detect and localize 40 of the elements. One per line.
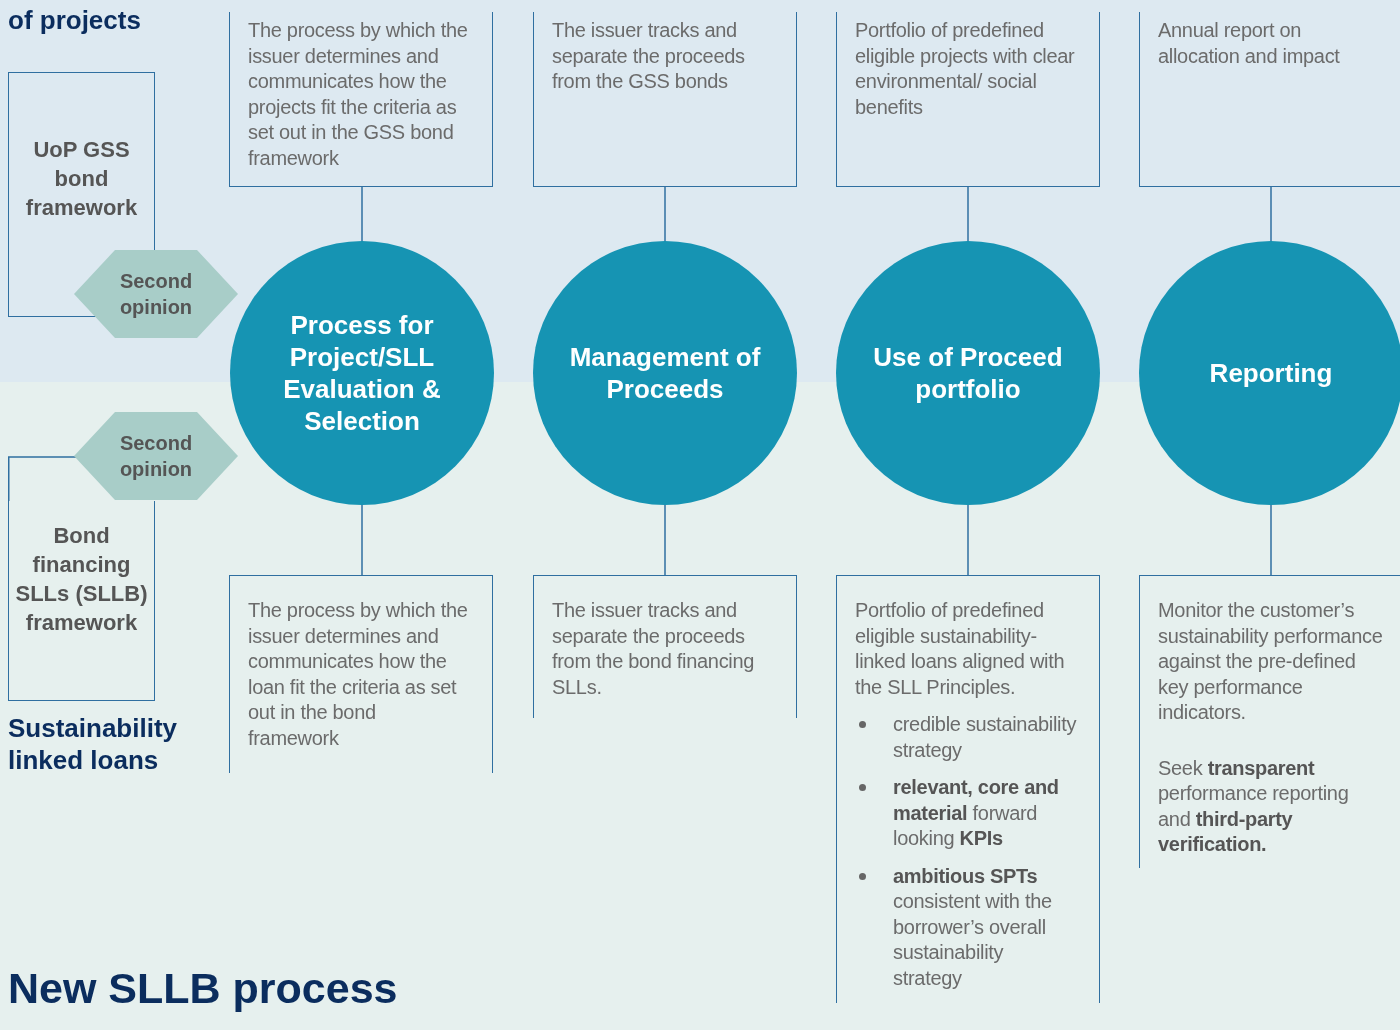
- description-text: Annual report on allocation and impact: [1158, 18, 1341, 69]
- connector-line: [967, 186, 969, 242]
- bullet-text: relevant, core and material forward looking KPIs: [893, 775, 1060, 851]
- circle-label: Use of Proceed portfolio: [872, 341, 1064, 405]
- connector-line: [664, 504, 666, 576]
- description-text: The issuer tracks and separate the proceeds from the GSS bonds: [552, 18, 746, 94]
- description-box: [533, 575, 797, 718]
- description-box: [229, 12, 493, 187]
- description-text: Monitor the customer’s sustainability performance against the pre-defined key performance indicators.: [1158, 598, 1384, 725]
- bullet-text: ambitious SPTs consistent with the borrower’s overall sustainability strategy: [893, 863, 1053, 991]
- description-box: [836, 12, 1100, 187]
- connector-line: [1270, 504, 1272, 576]
- bullet-text: credible sustainability strategy: [893, 712, 1077, 763]
- framework-box: [8, 501, 155, 701]
- description-box: [533, 12, 797, 187]
- description-box: [1139, 575, 1400, 868]
- description-text: Portfolio of predefined eligible projects with clear environmental/ social benefits: [855, 18, 1076, 120]
- description-box: [229, 575, 493, 773]
- hexagon-label: Second opinion: [118, 431, 194, 482]
- connector-line: [1270, 186, 1272, 242]
- framework-label: Bond financing SLLs (SLLB) framework: [14, 521, 149, 637]
- description-box: [1139, 12, 1400, 187]
- circle-label: Reporting: [1208, 357, 1334, 389]
- description-box: [836, 575, 1100, 1003]
- section-heading: of projects: [8, 4, 141, 36]
- connector-line: [967, 504, 969, 576]
- description-text: Seek transparent performance reporting and third-party verification.: [1158, 755, 1350, 857]
- hexagon-label: Second opinion: [118, 269, 194, 320]
- circle-label: Process for Project/SLL Evaluation & Selection: [282, 309, 442, 437]
- description-text: The process by which the issuer determines and communicates how the loan fit the criteria as set out in the bond framework: [248, 598, 469, 751]
- description-text: The process by which the issuer determines and communicates how the projects fit the criteria as set out in the GSS bond framework: [248, 18, 469, 171]
- description-text: Portfolio of predefined eligible sustainability-linked loans aligned with the SLL Principles.: [855, 598, 1066, 700]
- section-heading: Sustainability linked loans: [8, 712, 179, 776]
- section-heading: New SLLB process: [8, 963, 398, 1014]
- connector-line: [361, 504, 363, 576]
- connector-line: [361, 186, 363, 242]
- connector-line: [664, 186, 666, 242]
- description-text: The issuer tracks and separate the proceeds from the bond financing SLLs.: [552, 598, 756, 700]
- framework-label: UoP GSS bond framework: [24, 136, 139, 222]
- circle-label: Management of Proceeds: [568, 341, 762, 405]
